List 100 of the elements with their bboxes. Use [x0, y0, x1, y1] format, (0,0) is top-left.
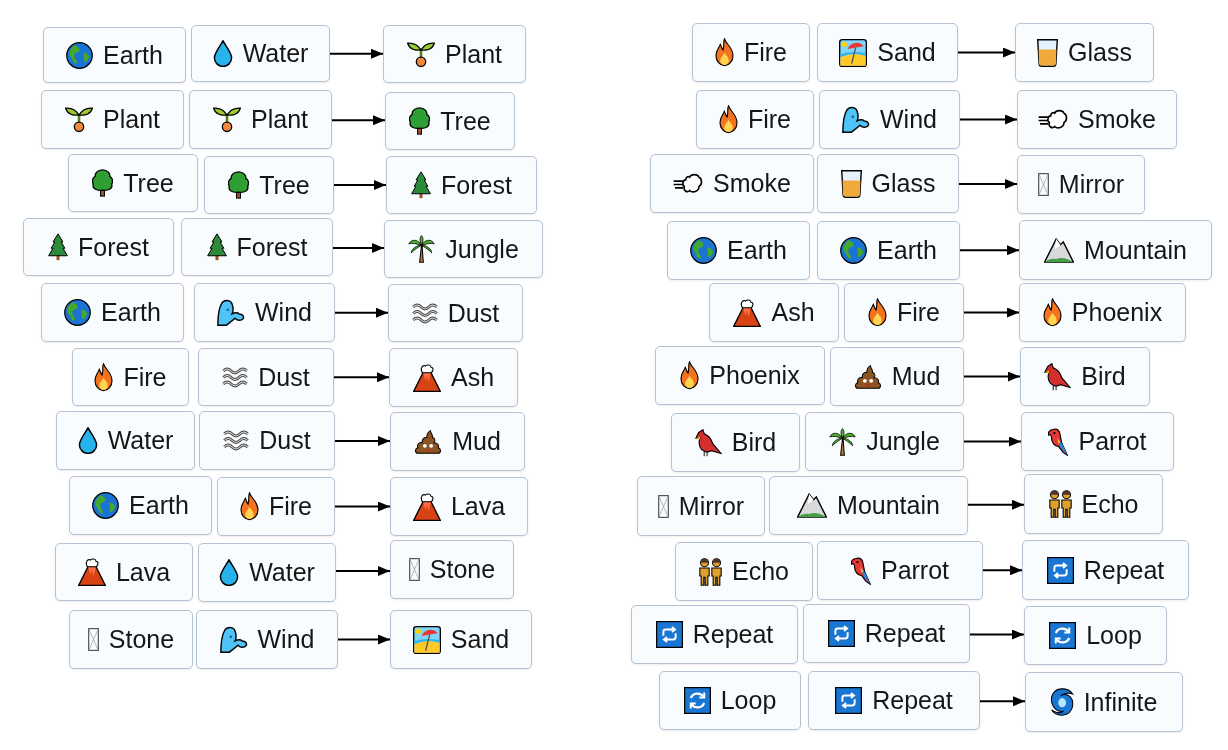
item-label: Repeat — [1083, 555, 1165, 585]
item-label: Echo — [732, 557, 789, 586]
item-label: Echo — [1081, 489, 1139, 519]
item-label: Phoenix — [709, 361, 800, 390]
item-label: Forest — [441, 170, 512, 200]
arrow — [963, 436, 1022, 447]
item-card — [671, 413, 800, 472]
arrow — [969, 629, 1025, 640]
item-label: Mirror — [1058, 170, 1125, 199]
item-card — [69, 610, 193, 669]
item-card — [1025, 672, 1183, 732]
item-label: Stone — [429, 555, 496, 584]
item-label: Plant — [445, 39, 502, 69]
item-card — [1024, 606, 1167, 665]
item-label: Repeat — [692, 620, 774, 649]
item-label: Glass — [1068, 38, 1132, 67]
item-label: Ash — [450, 363, 495, 392]
item-label: Ash — [771, 298, 815, 327]
item-card — [41, 90, 184, 149]
item-label: Forest — [236, 232, 308, 262]
item-label: Wind — [880, 105, 937, 134]
item-card — [384, 220, 543, 278]
item-card — [631, 605, 798, 664]
item-label: Water — [242, 39, 309, 68]
arrow — [334, 501, 391, 512]
item-label: Smoke — [1078, 105, 1156, 134]
item-label: Mountain — [1084, 235, 1187, 265]
item-card — [1019, 220, 1212, 280]
item-card — [388, 284, 523, 342]
item-label: Parrot — [1078, 427, 1147, 456]
item-label: Fire — [123, 362, 167, 392]
item-label: Tree — [123, 168, 174, 198]
item-label: Wind — [257, 625, 315, 654]
item-card — [204, 156, 334, 214]
item-label: Bird — [1081, 362, 1126, 391]
item-card — [692, 23, 810, 82]
item-card — [43, 27, 186, 83]
item-card — [817, 221, 960, 280]
item-card — [181, 218, 333, 276]
item-label: Earth — [101, 298, 161, 327]
item-label: Mud — [891, 362, 941, 391]
item-card — [199, 411, 335, 470]
item-card — [390, 540, 514, 599]
item-label: Plant — [251, 105, 308, 134]
item-card — [191, 25, 330, 82]
arrow — [959, 245, 1020, 256]
item-card — [69, 476, 212, 535]
item-card — [41, 283, 184, 342]
item-label: Dust — [259, 426, 311, 455]
item-card — [1017, 155, 1145, 214]
arrow — [331, 115, 386, 126]
item-label: Sand — [450, 625, 510, 654]
arrow — [337, 634, 391, 645]
item-card — [675, 542, 813, 601]
item-label: Loop — [720, 686, 777, 715]
arrow — [967, 499, 1025, 510]
item-label: Mud — [452, 427, 501, 456]
item-label: Plant — [103, 105, 160, 134]
item-label: Fire — [747, 105, 792, 134]
item-label: Tree — [259, 170, 310, 200]
item-label: Earth — [103, 40, 163, 70]
item-label: Tree — [440, 106, 491, 136]
item-card — [696, 90, 814, 149]
arrow — [334, 307, 389, 318]
item-card — [1022, 540, 1189, 600]
item-card — [817, 154, 959, 213]
item-label: Earth — [129, 491, 189, 520]
item-label: Water — [249, 558, 315, 587]
arrow — [957, 47, 1016, 58]
item-card — [808, 671, 980, 730]
item-label: Sand — [877, 38, 936, 67]
item-label: Mirror — [678, 491, 745, 521]
item-label: Smoke — [713, 169, 791, 198]
item-card — [72, 348, 189, 406]
item-label: Dust — [258, 362, 310, 392]
item-label: Forest — [78, 232, 149, 262]
item-label: Earth — [877, 236, 937, 265]
arrow — [959, 114, 1018, 125]
item-label: Wind — [255, 298, 312, 327]
item-card — [803, 604, 970, 663]
item-card — [390, 412, 525, 471]
item-label: Loop — [1086, 621, 1142, 650]
item-card — [385, 92, 515, 150]
item-label: Water — [107, 426, 174, 455]
item-card — [819, 90, 960, 149]
arrow — [963, 307, 1020, 318]
item-card — [667, 221, 810, 280]
arrow — [332, 243, 385, 253]
item-card — [390, 477, 528, 536]
item-card — [198, 348, 334, 406]
arrow — [979, 696, 1026, 707]
item-card — [655, 346, 825, 405]
arrow — [333, 180, 387, 190]
item-label: Earth — [727, 236, 787, 265]
arrow — [958, 179, 1018, 189]
item-card — [198, 543, 336, 602]
item-card — [55, 543, 193, 601]
item-card — [659, 671, 801, 730]
item-label: Repeat — [864, 619, 946, 648]
item-label: Fire — [743, 38, 788, 67]
